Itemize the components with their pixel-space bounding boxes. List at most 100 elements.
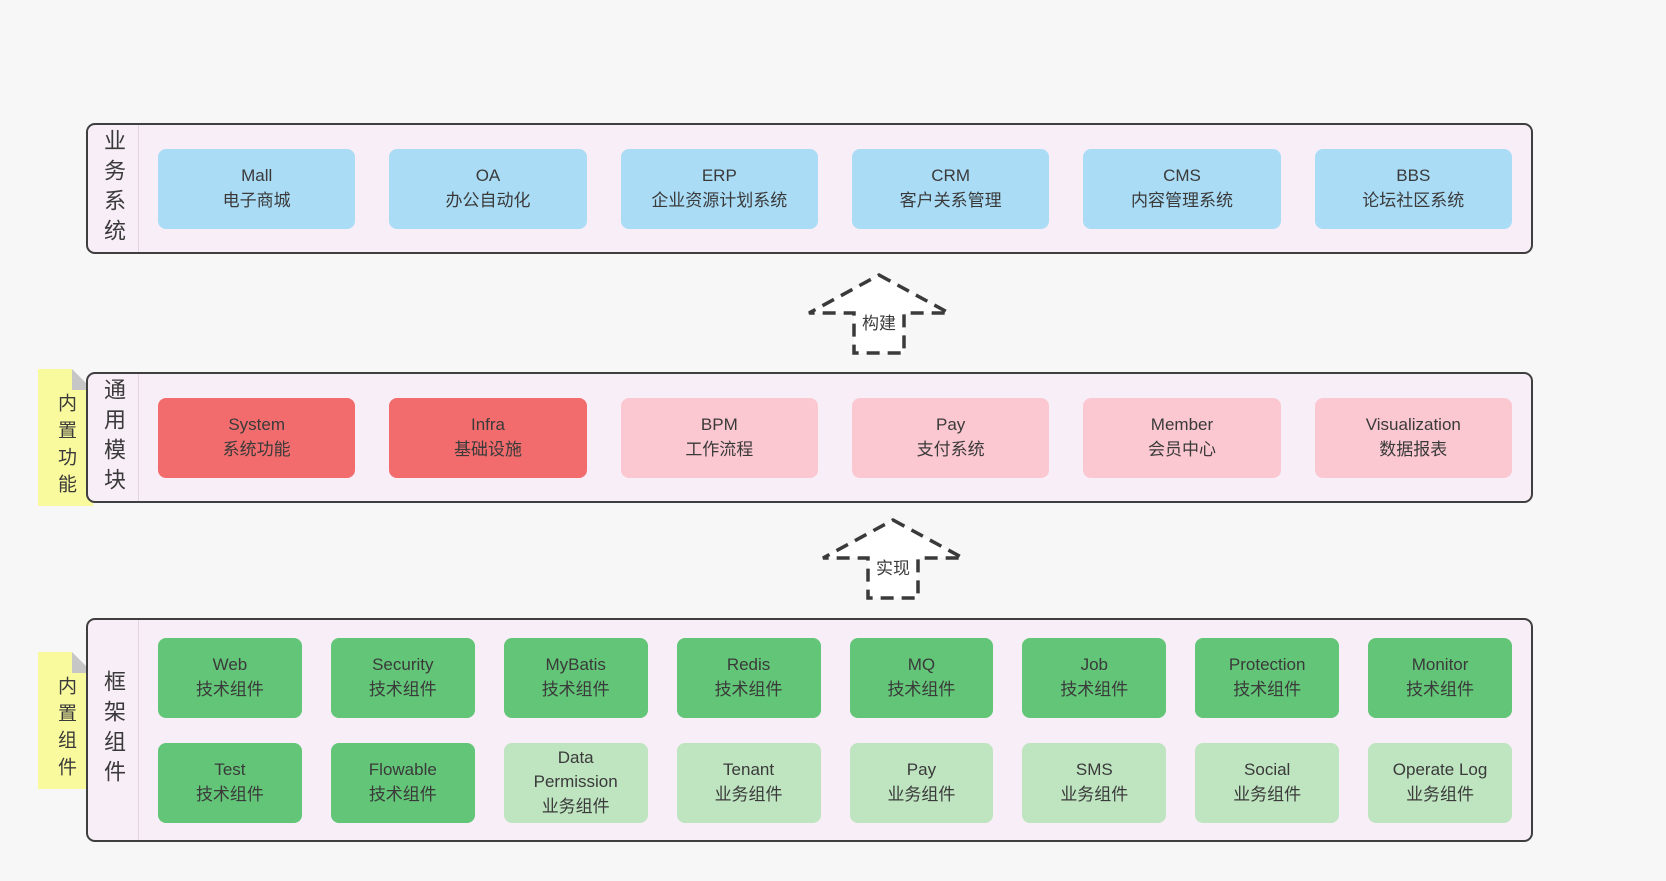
box-title: BBS: [1396, 166, 1431, 186]
box-mall: Mall 电子商城: [158, 148, 356, 229]
arrow-implement: 实现: [820, 517, 966, 601]
box-title: Data Permission: [533, 748, 618, 792]
box-subtitle: 基础设施: [453, 439, 522, 459]
box-title: BPM: [700, 415, 738, 435]
box-operate-log: Operate Log 业务组件: [1368, 742, 1512, 823]
framework-components-grid: Web 技术组件 Security 技术组件 MyBatis 技术组件 Redi…: [139, 620, 1531, 840]
box-erp: ERP 企业资源计划系统: [620, 148, 818, 229]
box-infra: Infra 基础设施: [389, 397, 587, 478]
sticky-note-built-in-features: 内置功能: [38, 369, 93, 506]
box-data-permission: Data Permission 业务组件: [503, 742, 648, 823]
box-member: Member 会员中心: [1083, 397, 1281, 478]
arrow-build-label: 构建: [860, 314, 898, 335]
box-title: Pay: [936, 415, 966, 435]
box-subtitle: 技术组件: [195, 679, 264, 699]
box-title: CRM: [931, 166, 970, 186]
box-bbs: BBS 论坛社区系统: [1314, 148, 1512, 229]
box-subtitle: 技术组件: [1060, 679, 1129, 699]
box-title: Web: [212, 655, 248, 675]
box-subtitle: 技术组件: [714, 679, 783, 699]
layer-label-common-modules: 通用模块: [88, 374, 139, 501]
box-title: Visualization: [1365, 415, 1461, 435]
box-security: Security 技术组件: [330, 637, 475, 718]
box-title: MQ: [907, 655, 936, 675]
box-title: Job: [1080, 655, 1109, 675]
business-systems-row: Mall 电子商城 OA 办公自动化 ERP 企业资源计划系统 CRM 客户关系…: [139, 125, 1531, 252]
box-subtitle: 技术组件: [1406, 679, 1475, 699]
layer-common-modules: 通用模块 System 系统功能 Infra 基础设施 BPM 工作流程 Pay…: [86, 372, 1533, 503]
box-title: OA: [475, 166, 501, 186]
box-subtitle: 论坛社区系统: [1362, 190, 1465, 210]
box-crm: CRM 客户关系管理: [851, 148, 1050, 229]
box-subtitle: 数据报表: [1379, 439, 1448, 459]
box-title: Flowable: [368, 760, 437, 780]
components-row-1: Web 技术组件 Security 技术组件 MyBatis 技术组件 Redi…: [158, 637, 1512, 718]
box-sms: SMS 业务组件: [1022, 742, 1167, 823]
box-oa: OA 办公自动化: [389, 148, 587, 229]
box-subtitle: 技术组件: [368, 679, 437, 699]
box-subtitle: 业务组件: [1060, 784, 1129, 804]
box-pay-component: Pay 业务组件: [849, 742, 994, 823]
box-visualization: Visualization 数据报表: [1314, 397, 1512, 478]
box-subtitle: 支付系统: [916, 439, 985, 459]
box-title: Member: [1150, 415, 1214, 435]
box-monitor: Monitor 技术组件: [1368, 637, 1512, 718]
layer-label-text: 业务系统: [101, 128, 126, 249]
box-redis: Redis 技术组件: [676, 637, 821, 718]
arrow-implement-label: 实现: [874, 559, 912, 580]
box-title: Social: [1244, 760, 1291, 780]
box-system: System 系统功能: [158, 397, 356, 478]
box-title: Operate Log: [1392, 760, 1488, 780]
box-protection: Protection 技术组件: [1195, 637, 1340, 718]
box-subtitle: 客户关系管理: [899, 190, 1002, 210]
box-title: Security: [372, 655, 434, 675]
box-subtitle: 企业资源计划系统: [651, 190, 788, 210]
box-subtitle: 会员中心: [1147, 439, 1216, 459]
box-subtitle: 系统功能: [222, 439, 291, 459]
box-subtitle: 业务组件: [1233, 784, 1302, 804]
box-subtitle: 办公自动化: [445, 190, 531, 210]
components-row-2: Test 技术组件 Flowable 技术组件 Data Permission …: [158, 742, 1512, 823]
box-title: System: [228, 415, 285, 435]
box-title: ERP: [701, 166, 737, 186]
box-mybatis: MyBatis 技术组件: [503, 637, 648, 718]
sticky-note-label: 内置组件: [55, 676, 76, 784]
box-title: MyBatis: [545, 655, 606, 675]
box-title: Protection: [1228, 655, 1306, 675]
box-social: Social 业务组件: [1195, 742, 1340, 823]
box-subtitle: 技术组件: [541, 679, 610, 699]
box-web: Web 技术组件: [158, 637, 302, 718]
box-title: SMS: [1075, 760, 1113, 780]
box-mq: MQ 技术组件: [849, 637, 994, 718]
box-flowable: Flowable 技术组件: [330, 742, 475, 823]
box-title: Test: [214, 760, 246, 780]
box-subtitle: 业务组件: [1406, 784, 1475, 804]
box-subtitle: 技术组件: [368, 784, 437, 804]
box-job: Job 技术组件: [1022, 637, 1167, 718]
box-tenant: Tenant 业务组件: [676, 742, 821, 823]
box-subtitle: 业务组件: [714, 784, 783, 804]
layer-label-framework-components: 框架组件: [88, 620, 139, 840]
box-subtitle: 业务组件: [541, 796, 610, 816]
layer-label-text: 通用模块: [101, 377, 126, 498]
box-title: Tenant: [723, 760, 775, 780]
box-title: Infra: [470, 415, 505, 435]
layer-label-business-systems: 业务系统: [88, 125, 139, 252]
sticky-note-built-in-components: 内置组件: [38, 652, 93, 789]
layer-framework-components: 框架组件 Web 技术组件 Security 技术组件 MyBatis 技术组件…: [86, 618, 1533, 842]
box-subtitle: 业务组件: [887, 784, 956, 804]
box-title: Mall: [241, 166, 273, 186]
box-title: Redis: [726, 655, 771, 675]
layer-business-systems: 业务系统 Mall 电子商城 OA 办公自动化 ERP 企业资源计划系统 CRM…: [86, 123, 1533, 254]
box-pay-module: Pay 支付系统: [851, 397, 1050, 478]
box-subtitle: 工作流程: [685, 439, 754, 459]
box-subtitle: 电子商城: [222, 190, 291, 210]
box-bpm: BPM 工作流程: [620, 397, 818, 478]
box-subtitle: 技术组件: [887, 679, 956, 699]
box-cms: CMS 内容管理系统: [1083, 148, 1281, 229]
layer-label-text: 框架组件: [101, 670, 126, 790]
arrow-build: 构建: [806, 272, 952, 356]
sticky-note-label: 内置功能: [55, 393, 76, 501]
box-subtitle: 内容管理系统: [1130, 190, 1233, 210]
